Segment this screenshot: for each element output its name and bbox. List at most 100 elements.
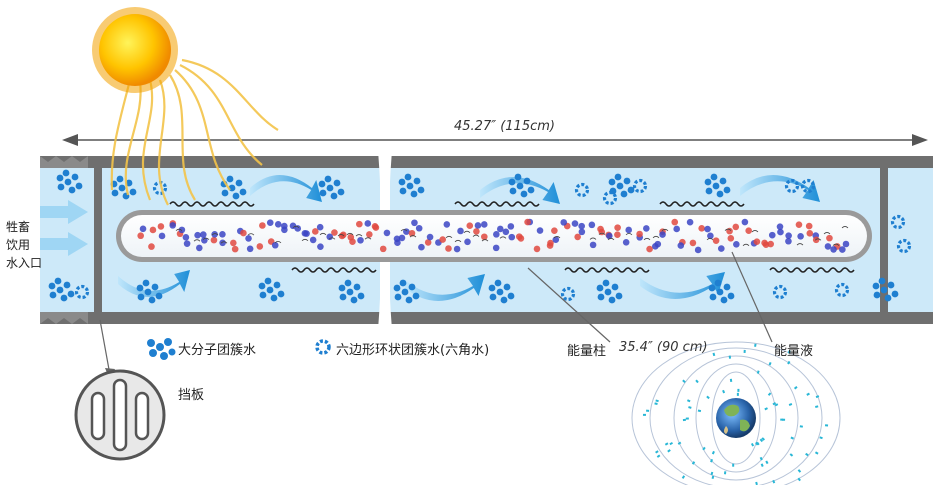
field-particle — [765, 460, 769, 465]
field-particle — [686, 399, 691, 403]
particle — [578, 222, 585, 230]
particle — [673, 225, 680, 233]
particle — [707, 232, 714, 240]
particle-wave — [823, 232, 831, 235]
particle-wave — [724, 228, 732, 231]
legend-hexagonal-cluster-label: 六边形环状团簇水(六角水) — [336, 343, 490, 358]
inlet-thread — [40, 156, 88, 324]
flow-arrows — [118, 175, 820, 301]
field-particle — [787, 350, 791, 354]
particle-wave — [832, 243, 840, 246]
particle — [589, 241, 597, 249]
particle — [654, 240, 662, 248]
particle — [457, 227, 464, 235]
field-particle — [655, 399, 659, 403]
particle-wave — [742, 243, 750, 246]
particle — [408, 229, 416, 237]
large-cluster — [48, 277, 75, 302]
particle — [303, 230, 310, 237]
particle — [741, 218, 749, 226]
baffle-illustration — [74, 369, 166, 461]
particle — [372, 224, 380, 231]
particle — [169, 222, 177, 229]
field-particle — [737, 388, 740, 392]
sun-icon — [92, 7, 178, 93]
particle — [178, 226, 186, 234]
wave-line — [769, 267, 855, 273]
wave-line — [659, 201, 745, 207]
large-cluster — [608, 173, 635, 198]
particle-wave — [202, 237, 210, 240]
inlet-label-line-1: 牲畜 — [6, 220, 31, 234]
flow-arrow — [118, 270, 190, 297]
overall-dimension-label: 45.27″ (115cm) — [454, 119, 555, 134]
field-particle — [706, 395, 710, 400]
particle — [426, 233, 434, 241]
particle — [231, 245, 239, 253]
field-particle — [768, 361, 772, 366]
particle-wave — [247, 233, 255, 236]
large-cluster — [488, 279, 515, 304]
inlet-flow-arrows — [40, 200, 88, 256]
particle — [383, 229, 391, 237]
large-cluster — [56, 169, 83, 194]
particle-wave — [463, 230, 471, 233]
legend-hexagonal-cluster-icon — [315, 339, 331, 355]
field-particle — [819, 436, 823, 440]
field-particle — [702, 446, 706, 451]
particle — [240, 229, 247, 237]
water-clusters — [48, 169, 912, 304]
particle — [274, 220, 282, 228]
legend-large-cluster-label: 大分子团簇水 — [178, 343, 257, 358]
large-cluster — [136, 279, 163, 304]
field-particle — [722, 389, 726, 394]
field-particle — [764, 407, 768, 411]
particle — [424, 239, 432, 246]
particle — [768, 231, 776, 239]
particle — [795, 221, 803, 228]
particle — [266, 219, 274, 226]
particle — [689, 239, 697, 247]
particle-wave — [211, 233, 219, 236]
particle — [614, 231, 621, 238]
particle — [551, 227, 558, 234]
large-cluster — [393, 279, 420, 304]
flow-arrow — [740, 175, 820, 202]
particle — [622, 238, 630, 246]
particle-wave — [643, 237, 651, 241]
field-particle — [677, 441, 682, 445]
particle — [316, 223, 324, 231]
baffle-plate-right — [880, 168, 888, 312]
particle — [502, 228, 510, 236]
particle-wave — [652, 235, 660, 239]
hexagonal-cluster — [800, 178, 816, 194]
flow-arrow — [405, 274, 485, 301]
particle — [507, 223, 515, 230]
particle — [842, 240, 850, 248]
field-particle — [759, 456, 763, 461]
particle-wave — [706, 237, 714, 241]
field-particle — [710, 458, 714, 463]
particle — [776, 223, 784, 230]
hexagonal-cluster — [560, 286, 576, 302]
particle — [364, 220, 372, 227]
field-particle — [669, 441, 673, 446]
flow-arrow — [480, 177, 560, 204]
particle — [785, 237, 792, 245]
field-particle — [646, 409, 650, 412]
particle — [309, 236, 317, 244]
field-particle — [824, 424, 829, 427]
particle — [415, 224, 423, 232]
field-particle — [695, 379, 699, 384]
particle-wave — [841, 226, 849, 229]
particle — [508, 233, 516, 241]
particle — [698, 225, 705, 232]
particle — [194, 231, 201, 239]
hexagonal-cluster — [784, 178, 800, 194]
particle — [139, 225, 147, 233]
particle-wave — [301, 238, 309, 242]
particle — [733, 241, 740, 248]
field-particle — [789, 453, 794, 457]
pointer-lines — [99, 251, 773, 376]
